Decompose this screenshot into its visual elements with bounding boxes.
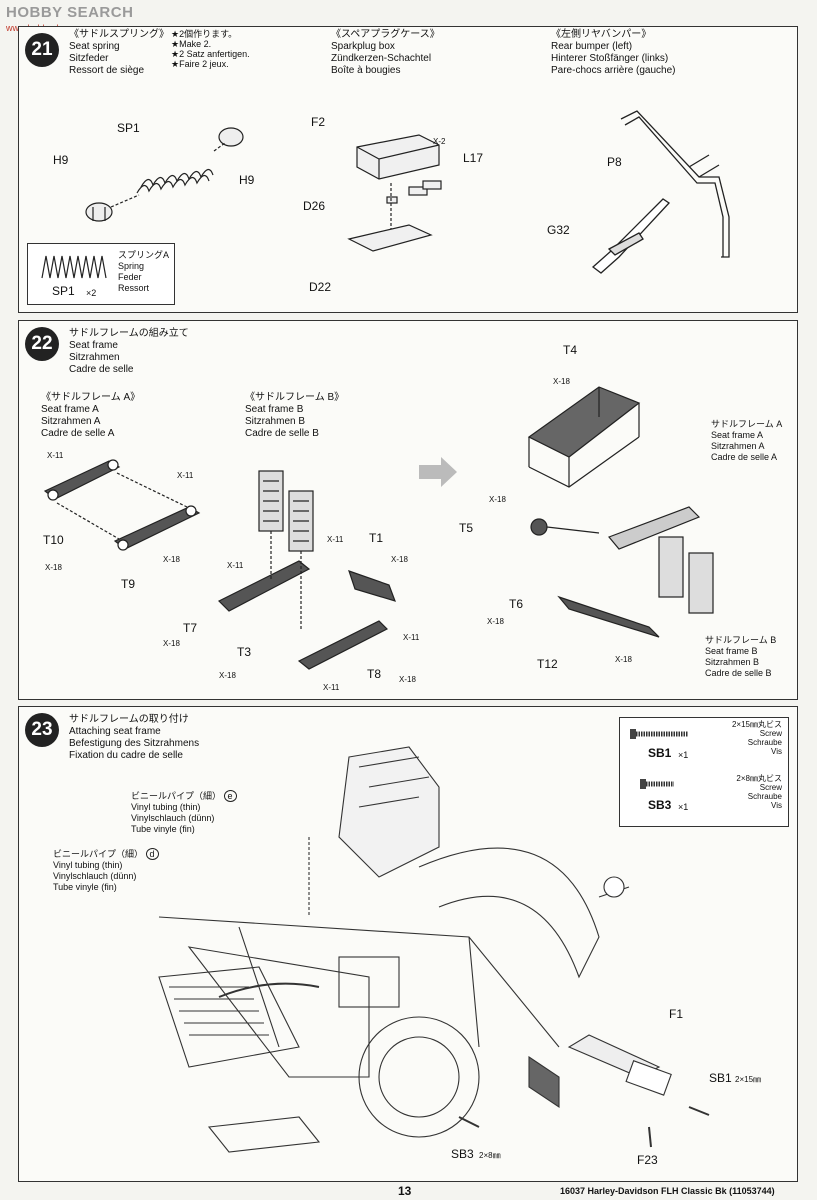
page-number: 13 xyxy=(398,1184,412,1198)
label-d22: D22 xyxy=(309,280,332,294)
screw-x18-a2: X-18 xyxy=(163,555,180,564)
inset-part-sp1: SP1 xyxy=(52,284,75,298)
label-t7: T7 xyxy=(183,621,198,635)
vinyl-tube-d-note: ビニールパイプ（細） d Vinyl tubing (thin)Vinylsch… xyxy=(53,848,159,893)
assembly-arrow-icon xyxy=(419,457,457,487)
rear-bumper-drawing xyxy=(591,110,730,274)
label-t10: T10 xyxy=(43,533,64,547)
screw-x18-a1: X-18 xyxy=(45,563,62,572)
inset-qty-sb1: ×1 xyxy=(678,750,689,760)
screw-x11-a2: X-11 xyxy=(177,471,194,480)
label-t3: T3 xyxy=(237,645,252,659)
screw-x18-b4: X-18 xyxy=(399,675,416,684)
label-sb1: SB1 xyxy=(709,1071,732,1085)
screw-x11-b2: X-11 xyxy=(327,535,344,544)
screw-x18-b1: X-18 xyxy=(391,555,408,564)
seat-frame-b-drawing xyxy=(217,470,396,670)
label-d26: D26 xyxy=(303,199,326,213)
label-t8: T8 xyxy=(367,667,382,681)
label-sb1-size: 2×15㎜ xyxy=(735,1075,762,1084)
inset-qty-sb3: ×1 xyxy=(678,802,689,812)
label-h9-right: H9 xyxy=(239,173,255,187)
screw-x18-c1: X-18 xyxy=(553,377,570,386)
inset-qty-sp1: ×2 xyxy=(86,288,97,298)
footer-product-title: 16037 Harley-Davidson FLH Classic Bk (11… xyxy=(560,1186,775,1196)
label-l17: L17 xyxy=(463,151,484,165)
inset-part-sb3: SB3 xyxy=(648,798,672,812)
assembled-seat-frame-drawing xyxy=(527,386,714,638)
label-t12: T12 xyxy=(537,657,558,671)
seat-frame-a-drawing xyxy=(43,459,201,551)
step-21-bumper-text: 《左側リヤバンパー》Rear bumper (left)Hinterer Sto… xyxy=(551,29,676,76)
seat-spring-drawing xyxy=(85,127,244,222)
label-sp1: SP1 xyxy=(117,121,140,135)
spring-icon xyxy=(41,255,107,279)
screw-sb3-icon xyxy=(640,779,674,789)
screw-x18-c3: X-18 xyxy=(487,617,504,626)
screw-x18-c4: X-18 xyxy=(615,655,632,664)
screw-sb1-icon xyxy=(630,729,688,739)
step-22-number: 22 xyxy=(25,327,59,361)
label-p8: P8 xyxy=(607,155,622,169)
screw-x11-b3: X-11 xyxy=(403,633,420,642)
label-x2: X-2 xyxy=(433,137,446,146)
motorcycle-frame-drawing xyxy=(158,746,710,1153)
screw-x18-b3: X-18 xyxy=(219,671,236,680)
label-f1: F1 xyxy=(669,1007,684,1021)
step-23-number: 23 xyxy=(25,713,59,747)
screw-x11-b4: X-11 xyxy=(323,683,340,692)
screw-x11-b1: X-11 xyxy=(227,561,244,570)
screw-x18-c2: X-18 xyxy=(489,495,506,504)
inset-part-sb1: SB1 xyxy=(648,746,672,760)
screw-x11-a1: X-11 xyxy=(47,451,64,460)
vinyl-tube-e-note: ビニールパイプ（細） e Vinyl tubing (thin)Vinylsch… xyxy=(131,790,237,835)
step-21-make-note: ★2個作ります。★Make 2.★2 Satz anfertigen.★Fair… xyxy=(171,29,250,69)
label-t4: T4 xyxy=(563,343,578,357)
step-21-number: 21 xyxy=(25,33,59,67)
sparkplug-box-drawing xyxy=(347,134,442,252)
label-sb3: SB3 xyxy=(451,1147,474,1161)
label-t5: T5 xyxy=(459,521,474,535)
label-f23: F23 xyxy=(637,1153,658,1167)
label-t1: T1 xyxy=(369,531,384,545)
label-f2: F2 xyxy=(311,115,326,129)
screw-x18-b2: X-18 xyxy=(163,639,180,648)
label-t9: T9 xyxy=(121,577,136,591)
label-h9-left: H9 xyxy=(53,153,69,167)
label-sb3-size: 2×8㎜ xyxy=(479,1151,501,1160)
label-t6: T6 xyxy=(509,597,524,611)
label-g32: G32 xyxy=(547,223,570,237)
watermark-logo: HOBBY SEARCH xyxy=(6,4,134,21)
